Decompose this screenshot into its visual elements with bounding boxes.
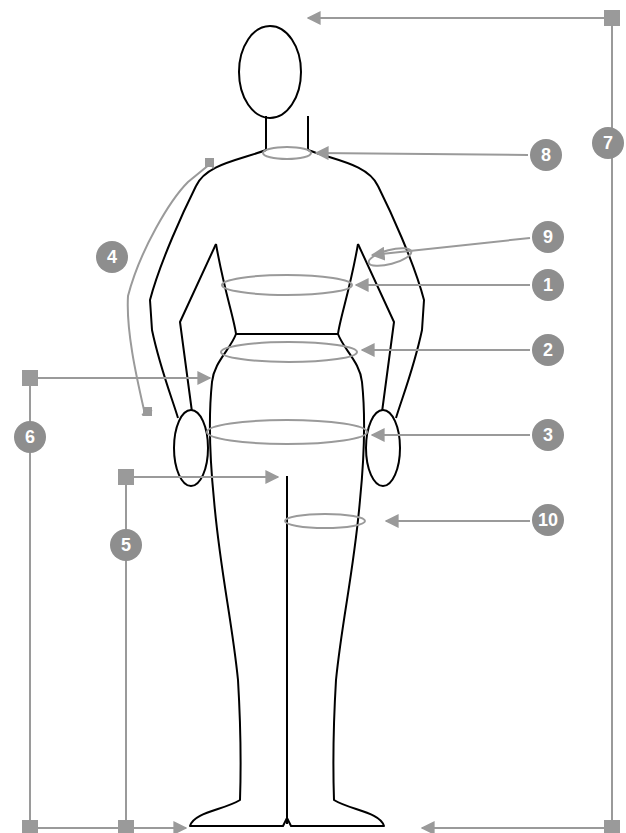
body-outline — [150, 26, 424, 826]
callout-number: 10 — [532, 504, 564, 536]
callout-number: 2 — [532, 334, 564, 366]
callout-number: 9 — [532, 221, 564, 253]
end-markers — [22, 10, 620, 833]
callout-number: 4 — [96, 241, 128, 273]
callout-number: 7 — [592, 127, 624, 159]
callout-number: 5 — [110, 529, 142, 561]
callout-number: 6 — [14, 421, 46, 453]
callout-number: 1 — [532, 269, 564, 301]
measure-rings — [207, 147, 413, 528]
leader-lines — [30, 18, 612, 828]
callout-number: 3 — [532, 419, 564, 451]
callout-number: 8 — [530, 139, 562, 171]
